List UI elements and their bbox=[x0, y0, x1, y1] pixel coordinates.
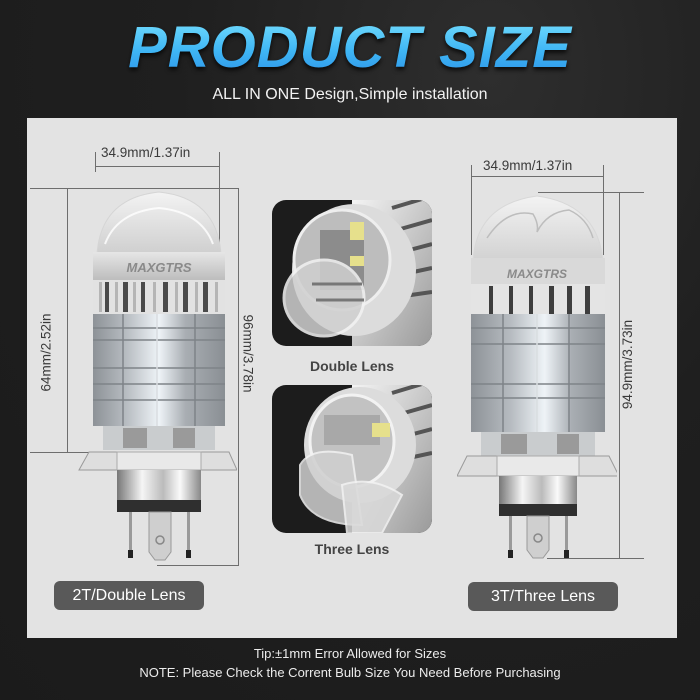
three-lens-image bbox=[272, 385, 432, 533]
dim-line-total-height bbox=[619, 192, 620, 559]
left-bulb-caption: 2T/Double Lens bbox=[54, 581, 204, 610]
dim-tick bbox=[471, 165, 472, 255]
right-width-label: 34.9mm/1.37in bbox=[483, 158, 573, 173]
dim-tick bbox=[603, 165, 604, 255]
right-total-height-label: 94.9mm/3.73in bbox=[620, 319, 636, 410]
dim-ref-bottom bbox=[547, 558, 644, 559]
dim-ref-bottom bbox=[157, 565, 239, 566]
brand-logo: MAXGTRS bbox=[127, 260, 192, 275]
footer-note: NOTE: Please Check the Corrent Bulb Size… bbox=[139, 665, 561, 680]
double-lens-image bbox=[272, 200, 432, 346]
left-body-height-label: 64mm/2.52in bbox=[38, 313, 54, 392]
led-bulb-2t-image: MAXGTRS bbox=[78, 191, 237, 561]
dim-ref-mid bbox=[30, 452, 140, 453]
product-panel: 34.9mm/1.37in 64mm/2.52in 96mm/3.78in bbox=[27, 118, 677, 638]
dim-line-body-height bbox=[67, 188, 68, 452]
right-bulb-caption: 3T/Three Lens bbox=[468, 582, 618, 611]
dim-tick bbox=[219, 152, 220, 262]
left-total-height-label: 96mm/3.78in bbox=[240, 314, 256, 393]
brand-logo: MAXGTRS bbox=[507, 267, 567, 281]
double-lens-label: Double Lens bbox=[309, 358, 394, 374]
dim-line-total-height bbox=[238, 188, 239, 566]
page-subtitle: ALL IN ONE Design,Simple installation bbox=[212, 86, 488, 103]
footer-tip: Tip:±1mm Error Allowed for Sizes bbox=[253, 646, 447, 661]
three-lens-label: Three Lens bbox=[314, 541, 390, 557]
dim-tick bbox=[95, 152, 96, 172]
dim-ref-top bbox=[538, 192, 644, 193]
page-title: PRODUCT SIZE bbox=[0, 14, 700, 81]
dim-line-width bbox=[95, 166, 220, 167]
led-bulb-3t-image: MAXGTRS bbox=[457, 195, 617, 559]
dim-ref-top bbox=[30, 188, 238, 189]
dim-line-width bbox=[471, 176, 604, 177]
left-width-label: 34.9mm/1.37in bbox=[101, 145, 191, 160]
